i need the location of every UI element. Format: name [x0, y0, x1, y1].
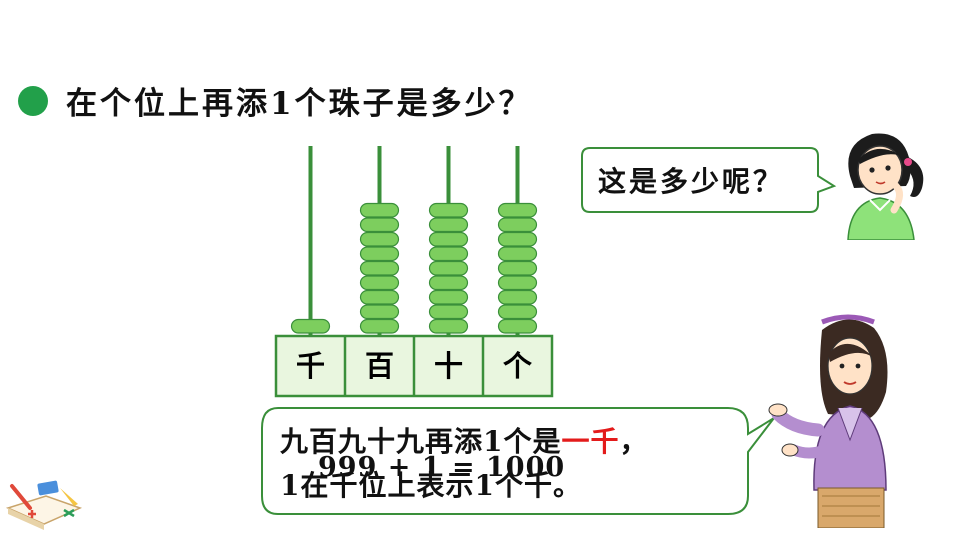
question-text: 在个位上再添1个珠子是多少？ [66, 86, 533, 122]
girl-speech-text: 这是多少呢？ [598, 165, 785, 198]
place-value-label: 个 [503, 349, 533, 383]
abacus-bead [497, 275, 538, 291]
bullet-dot [18, 86, 48, 116]
stationery-icon [5, 480, 83, 530]
abacus-bead [428, 260, 469, 276]
abacus-bead [428, 246, 469, 262]
abacus-bead [359, 217, 400, 233]
abacus-bead [359, 289, 400, 305]
abacus-bead [497, 246, 538, 262]
abacus-bead [428, 202, 469, 218]
abacus-bead [497, 202, 538, 218]
abacus: 千百十个 [274, 146, 554, 398]
place-value-label: 百 [365, 349, 394, 383]
place-value-label: 十 [434, 349, 463, 383]
teacher-speech-bubble [261, 407, 775, 515]
abacus-bead [497, 217, 538, 233]
abacus-bead [428, 275, 469, 291]
abacus-bead [497, 289, 538, 305]
abacus-bead [359, 318, 400, 334]
abacus-bead [428, 217, 469, 233]
abacus-bead [428, 231, 469, 247]
teacher-presenting-icon [768, 314, 888, 528]
abacus-bead [359, 304, 400, 320]
abacus-bead [359, 260, 400, 276]
teacher-speech-text: 九百九十九再添1个是一千， 1在千位上表示1个千。 [280, 420, 649, 508]
abacus-bead [497, 260, 538, 276]
abacus-bead [428, 318, 469, 334]
place-value-label: 千 [296, 349, 325, 383]
abacus-bead [428, 289, 469, 305]
abacus-bead [359, 231, 400, 247]
abacus-bead [359, 275, 400, 291]
abacus-bead [497, 231, 538, 247]
abacus-bead [497, 318, 538, 334]
equation-text: 999 + 1 = 1000 [318, 452, 566, 483]
abacus-bead [497, 304, 538, 320]
abacus-bead [359, 246, 400, 262]
abacus-bead [290, 318, 331, 334]
girl-speech-bubble [581, 147, 837, 213]
teacher-speech-line-1: 九百九十九再添1个是一千， [280, 420, 649, 464]
teacher-speech-line-2: 1在千位上表示1个千。 [280, 469, 582, 502]
highlight-word: 一千 [561, 425, 620, 458]
girl-thinking-icon [847, 133, 924, 240]
abacus-bead [359, 202, 400, 218]
speech-punctuation: ， [619, 425, 649, 458]
speech-text-segment: 九百九十九再添1个是 [280, 425, 562, 458]
abacus-bead [428, 304, 469, 320]
